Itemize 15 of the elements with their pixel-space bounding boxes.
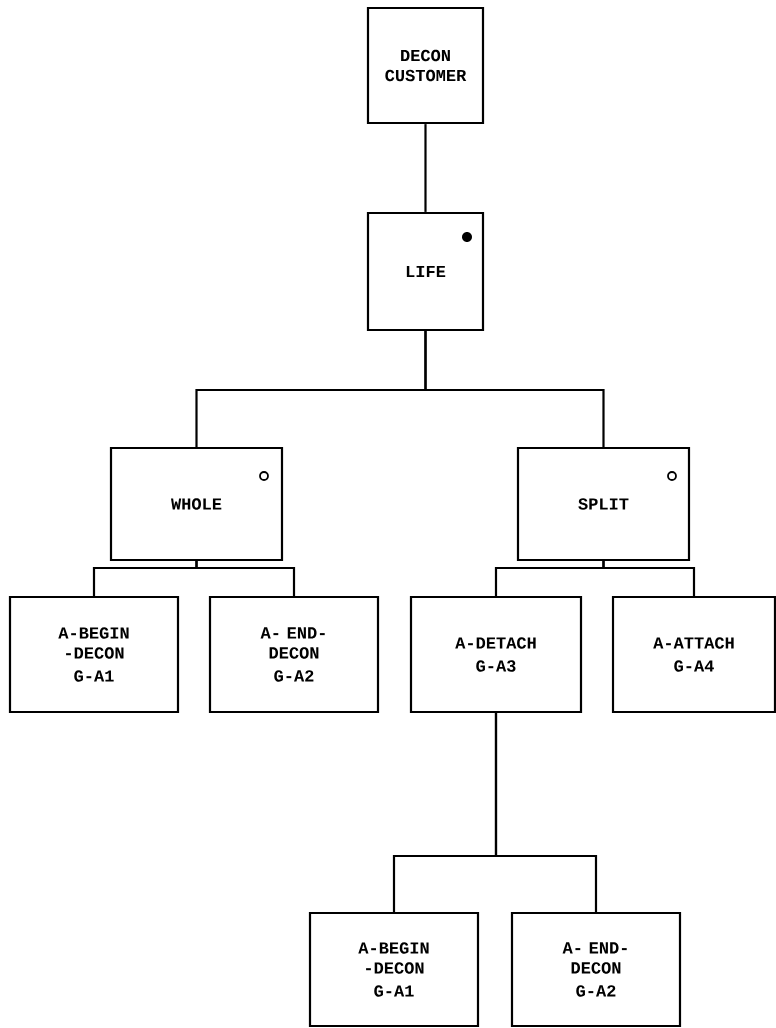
connector-line bbox=[602, 561, 696, 596]
process-box: LIFE bbox=[366, 211, 485, 332]
process-box: WHOLE bbox=[109, 446, 284, 562]
process-box: A-ATTACH G-A4 bbox=[611, 595, 776, 714]
process-box: A-BEGIN -DECON G-A1 bbox=[8, 595, 180, 714]
connector-line bbox=[494, 713, 598, 912]
process-box: A- END-DECON G-A2 bbox=[510, 911, 682, 1028]
process-box: DECON CUSTOMER bbox=[366, 6, 485, 125]
process-box: A-DETACH G-A3 bbox=[409, 595, 583, 714]
process-box: A- END-DECON G-A2 bbox=[208, 595, 380, 714]
connector-line bbox=[424, 124, 427, 212]
process-box: A-BEGIN -DECON G-A1 bbox=[308, 911, 480, 1028]
connector-line bbox=[195, 561, 296, 596]
process-box: SPLIT bbox=[516, 446, 691, 562]
connector-line bbox=[424, 331, 605, 447]
